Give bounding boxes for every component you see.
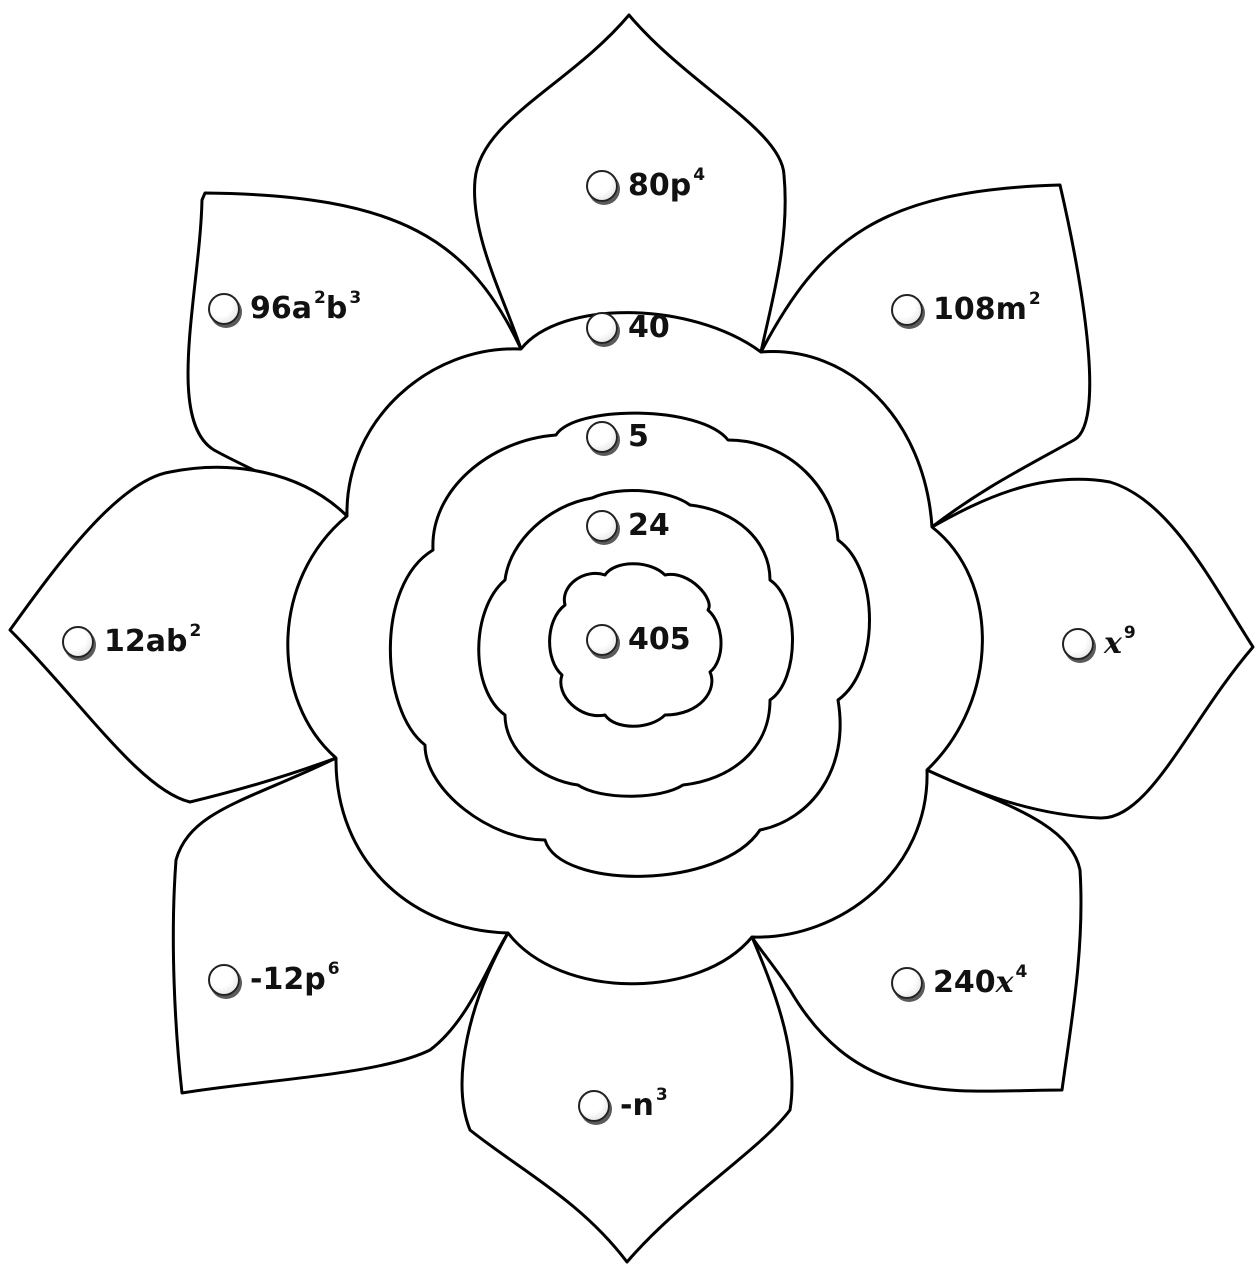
answer-text: 24 [628, 511, 670, 541]
answer-bubble[interactable] [586, 421, 618, 453]
answer-bubble[interactable] [586, 170, 618, 202]
answer-bubble[interactable] [586, 510, 618, 542]
answer-bubble[interactable] [586, 624, 618, 656]
answer-bubble[interactable] [208, 293, 240, 325]
answer-text: 5 [628, 422, 649, 452]
answer-ring-outer[interactable]: 40 [586, 312, 670, 344]
answer-bubble[interactable] [208, 964, 240, 996]
answer-bubble[interactable] [578, 1090, 610, 1122]
answer-ring-inner[interactable]: 24 [586, 510, 670, 542]
answer-bubble[interactable] [1062, 628, 1094, 660]
answer-text: 40 [628, 313, 670, 343]
answer-ring-middle[interactable]: 5 [586, 421, 649, 453]
answer-center[interactable]: 405 [586, 624, 691, 656]
answer-bubble[interactable] [586, 312, 618, 344]
answer-bubble[interactable] [62, 626, 94, 658]
answer-text: 405 [628, 625, 691, 655]
answer-bubble[interactable] [891, 967, 923, 999]
answer-bubble[interactable] [891, 294, 923, 326]
